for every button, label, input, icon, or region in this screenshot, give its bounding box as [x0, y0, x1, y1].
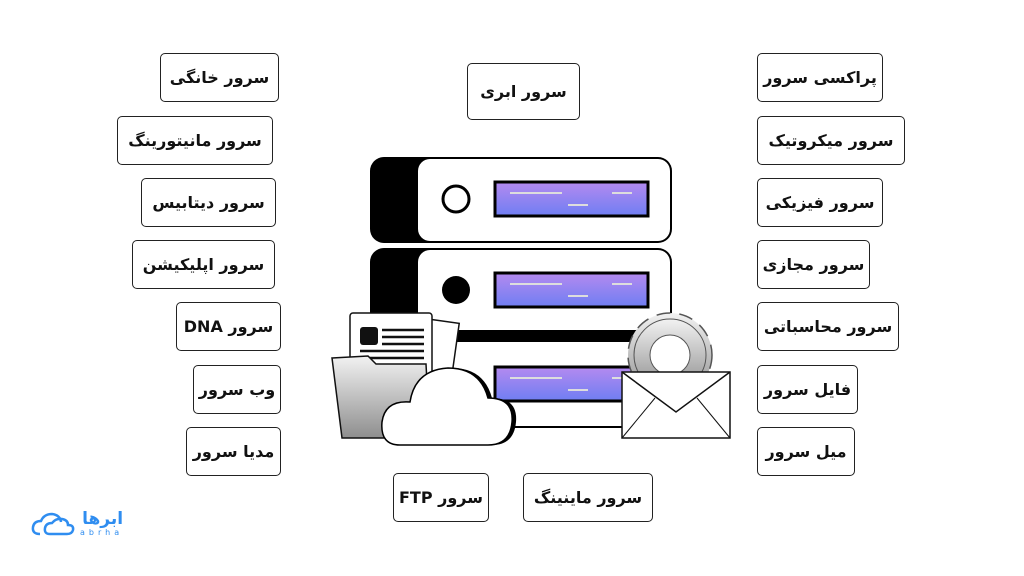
abrha-logo: ابرها abrha: [30, 510, 123, 537]
label-right-7: میل سرور: [757, 427, 855, 476]
label-right-4: سرور مجازی: [757, 240, 870, 289]
label-cloud-server: سرور ابری: [467, 63, 580, 120]
label-left-5: سرور DNA: [176, 302, 281, 351]
label-bottom-2: سرور ماینینگ: [523, 473, 653, 522]
label-left-7: مدیا سرور: [186, 427, 281, 476]
label-left-3: سرور دیتابیس: [141, 178, 276, 227]
folder-documents-icon: [331, 312, 461, 439]
label-right-2: سرور میکروتیک: [757, 116, 905, 165]
label-left-2: سرور مانیتورینگ: [117, 116, 273, 165]
server-illustration: [331, 157, 731, 446]
label-left-6: وب سرور: [193, 365, 281, 414]
label-right-6: فایل سرور: [757, 365, 858, 414]
label-right-3: سرور فیزیکی: [757, 178, 883, 227]
label-left-4: سرور اپلیکیشن: [132, 240, 275, 289]
logo-text-fa: ابرها: [82, 509, 124, 529]
label-right-5: سرور محاسباتی: [757, 302, 899, 351]
label-left-1: سرور خانگی: [160, 53, 279, 102]
label-right-1: پراکسی سرور: [757, 53, 883, 102]
label-bottom-1: سرور FTP: [393, 473, 489, 522]
envelope-icon: [621, 371, 731, 439]
cloud-icon: [381, 367, 517, 446]
cloud-logo-icon: [31, 512, 75, 535]
logo-text-en: abrha: [80, 528, 124, 537]
